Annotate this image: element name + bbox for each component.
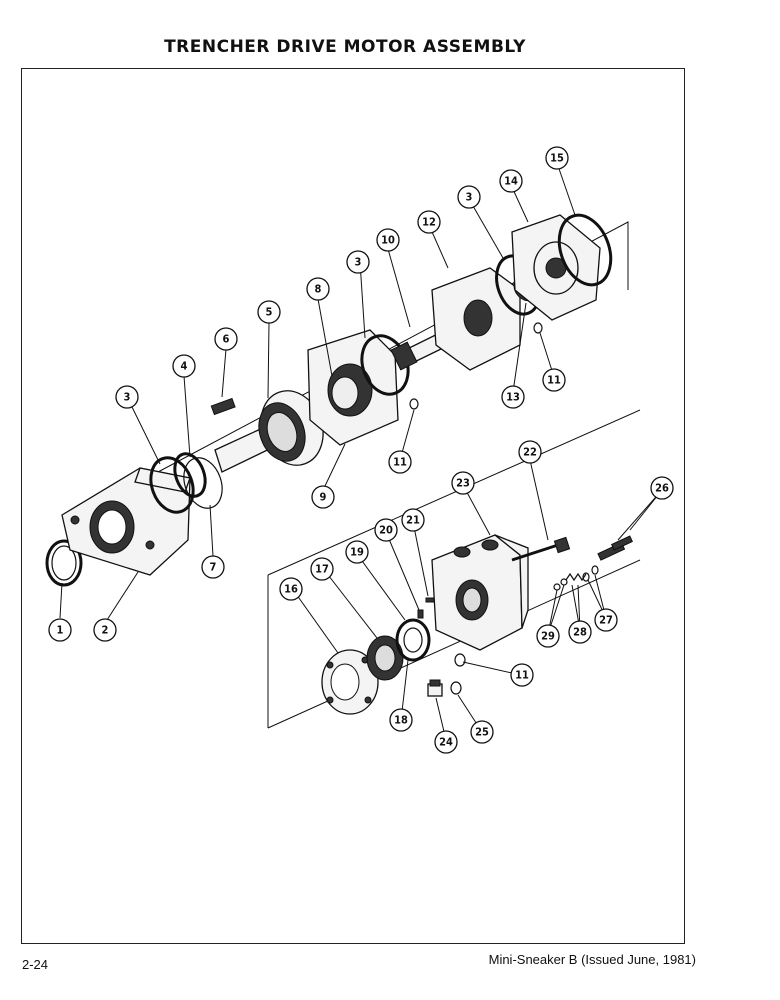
callout-13-label: 13 (506, 391, 520, 404)
callout-26: 26 (650, 476, 674, 500)
callout-3b: 3 (346, 250, 370, 274)
callout-7: 7 (201, 555, 225, 579)
callout-6: 6 (214, 327, 238, 351)
callout-12: 12 (417, 210, 441, 234)
callout-18: 18 (389, 708, 413, 732)
callout-14-label: 14 (504, 175, 518, 188)
callout-4-label: 4 (181, 360, 188, 373)
callout-28-label: 28 (573, 626, 587, 639)
callout-29-label: 29 (541, 630, 555, 643)
callout-15: 15 (545, 146, 569, 170)
callout-5-label: 5 (266, 306, 273, 319)
part-11-oring-c (454, 653, 466, 667)
part-9-plate (307, 329, 399, 446)
callout-5: 5 (257, 300, 281, 324)
callout-22-label: 22 (523, 446, 537, 459)
page-number: 2-24 (22, 957, 49, 972)
diagram-frame (21, 68, 685, 944)
callout-20-label: 20 (379, 524, 393, 537)
callout-10: 10 (376, 228, 400, 252)
part-23-valve-housing (431, 534, 529, 651)
part-3-oring-a (149, 456, 195, 514)
part-22-bolt (511, 536, 571, 562)
part-14-end-cover (511, 214, 601, 321)
part-11-oring-a (409, 398, 419, 410)
part-2-housing (61, 467, 191, 576)
callout-22: 22 (518, 440, 542, 464)
callout-2: 2 (93, 618, 117, 642)
callout-11a-label: 11 (393, 456, 407, 469)
callout-28: 28 (568, 620, 592, 644)
part-24-plug (427, 679, 443, 697)
callout-6-label: 6 (223, 333, 230, 346)
callout-25: 25 (470, 720, 494, 744)
part-19-washer (395, 618, 431, 662)
part-1-seal (45, 539, 83, 587)
callout-3a-label: 3 (124, 391, 131, 404)
part-27-orings (582, 565, 599, 582)
callout-10-label: 10 (381, 234, 395, 247)
part-29-balls (553, 578, 568, 591)
callout-4: 4 (172, 354, 196, 378)
callout-11b: 11 (542, 368, 566, 392)
part-7-ring (183, 457, 223, 509)
callout-9: 9 (311, 485, 335, 509)
callout-7-label: 7 (210, 561, 217, 574)
callout-27: 27 (594, 608, 618, 632)
callout-1: 1 (48, 618, 72, 642)
callout-17-label: 17 (315, 563, 329, 576)
callout-8-label: 8 (315, 283, 322, 296)
callout-15-label: 15 (550, 152, 564, 165)
part-25-oring (450, 681, 462, 695)
callout-16-label: 16 (284, 583, 298, 596)
part-20-pin (417, 609, 424, 619)
callout-26-label: 26 (655, 482, 669, 495)
callout-12-label: 12 (422, 216, 436, 229)
callout-24-label: 24 (439, 736, 453, 749)
callout-11b-label: 11 (547, 374, 561, 387)
callout-2-label: 2 (102, 624, 109, 637)
callout-21-label: 21 (406, 514, 420, 527)
callout-20: 20 (374, 518, 398, 542)
callout-17: 17 (310, 557, 334, 581)
part-28-springs (565, 572, 587, 582)
part-5-shaft (214, 390, 324, 473)
callout-11a: 11 (388, 450, 412, 474)
part-16-rotor (321, 649, 379, 715)
callout-19: 19 (345, 540, 369, 564)
callout-11c: 11 (510, 663, 534, 687)
callout-3c: 3 (457, 185, 481, 209)
callout-13: 13 (501, 385, 525, 409)
callout-16: 16 (279, 577, 303, 601)
part-6-key (210, 397, 236, 416)
part-4-ring (173, 452, 207, 498)
page-title: TRENCHER DRIVE MOTOR ASSEMBLY (164, 37, 526, 57)
part-17-bearing (366, 635, 404, 681)
callout-3b-label: 3 (355, 256, 362, 269)
callout-19-label: 19 (350, 546, 364, 559)
part-26-valve-plugs (597, 535, 633, 561)
callout-11c-label: 11 (515, 669, 529, 682)
callout-14: 14 (499, 169, 523, 193)
part-11-oring-b (533, 322, 543, 334)
callout-29: 29 (536, 624, 560, 648)
callout-9-label: 9 (320, 491, 327, 504)
callout-23-label: 23 (456, 477, 470, 490)
callout-27-label: 27 (599, 614, 613, 627)
part-12-wear-plate (431, 267, 521, 371)
callout-8: 8 (306, 277, 330, 301)
publication-info: Mini-Sneaker B (Issued June, 1981) (488, 952, 696, 967)
part-15-seal (557, 213, 613, 287)
callout-3c-label: 3 (466, 191, 473, 204)
callout-24: 24 (434, 730, 458, 754)
callout-21: 21 (401, 508, 425, 532)
callout-23: 23 (451, 471, 475, 495)
callout-25-label: 25 (475, 726, 489, 739)
part-21-pin (425, 597, 435, 603)
callout-3a: 3 (115, 385, 139, 409)
callout-1-label: 1 (57, 624, 64, 637)
callout-18-label: 18 (394, 714, 408, 727)
